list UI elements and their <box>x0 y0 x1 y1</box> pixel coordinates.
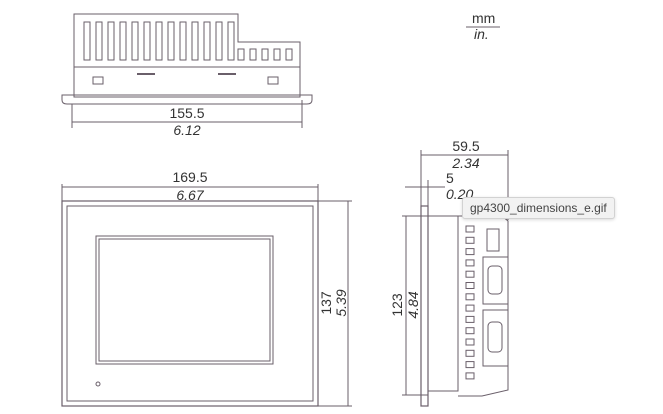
vent-fin <box>191 21 199 61</box>
indicator-led <box>95 381 101 387</box>
side-view: 59.5 2.34 5 0.20 123 4.84 <box>389 138 509 407</box>
vent-slot <box>465 293 475 301</box>
vent-slot <box>465 372 475 380</box>
vent-slot <box>465 225 475 233</box>
vent-slot <box>465 304 475 312</box>
vent-fin <box>215 21 223 61</box>
vent-slot <box>465 248 475 256</box>
vent-fin <box>273 48 281 61</box>
front-height-in: 5.39 <box>333 289 349 316</box>
vent-fin <box>119 21 127 61</box>
unit-in: in. <box>474 26 489 42</box>
vent-slot <box>465 338 475 346</box>
side-flange-mm: 5 <box>446 170 454 186</box>
side-height-mm: 123 <box>389 293 405 317</box>
vent-fin <box>227 21 235 61</box>
unit-mm: mm <box>472 10 495 26</box>
top-width-in: 6.12 <box>173 122 200 138</box>
vent-slot <box>465 282 475 289</box>
vent-slot <box>465 259 475 267</box>
vent-fin <box>237 48 245 61</box>
top-view: 155.5 6.12 <box>61 13 313 138</box>
vent-slot <box>465 315 475 323</box>
vent-fin <box>249 48 257 61</box>
vent-slot <box>465 270 475 278</box>
front-width-mm: 169.5 <box>172 169 207 185</box>
vent-slot <box>465 361 475 369</box>
side-height-in: 4.84 <box>405 291 421 318</box>
vent-slot <box>465 236 475 244</box>
vent-fin <box>107 21 115 61</box>
vent-fin <box>261 48 269 61</box>
filename-tooltip: gp4300_dimensions_e.gif <box>462 197 615 219</box>
front-height-mm: 137 <box>318 291 334 315</box>
vent-fin <box>95 21 103 61</box>
vent-slot <box>465 349 475 357</box>
vent-fin <box>131 21 139 61</box>
vent-fin <box>143 21 151 61</box>
vent-fin <box>179 21 187 61</box>
vent-fin <box>167 21 175 61</box>
top-width-mm: 155.5 <box>169 105 204 121</box>
front-view: 169.5 6.67 137 5.39 <box>61 169 352 407</box>
vent-fin <box>285 48 293 61</box>
vent-slot <box>465 327 475 335</box>
side-depth-in: 2.34 <box>451 155 479 171</box>
units-legend: mm in. <box>466 10 500 42</box>
vent-fin <box>155 21 163 61</box>
front-width-in: 6.67 <box>176 187 204 203</box>
vent-fin <box>83 21 91 61</box>
vent-fin <box>203 21 211 61</box>
side-depth-mm: 59.5 <box>452 138 479 154</box>
